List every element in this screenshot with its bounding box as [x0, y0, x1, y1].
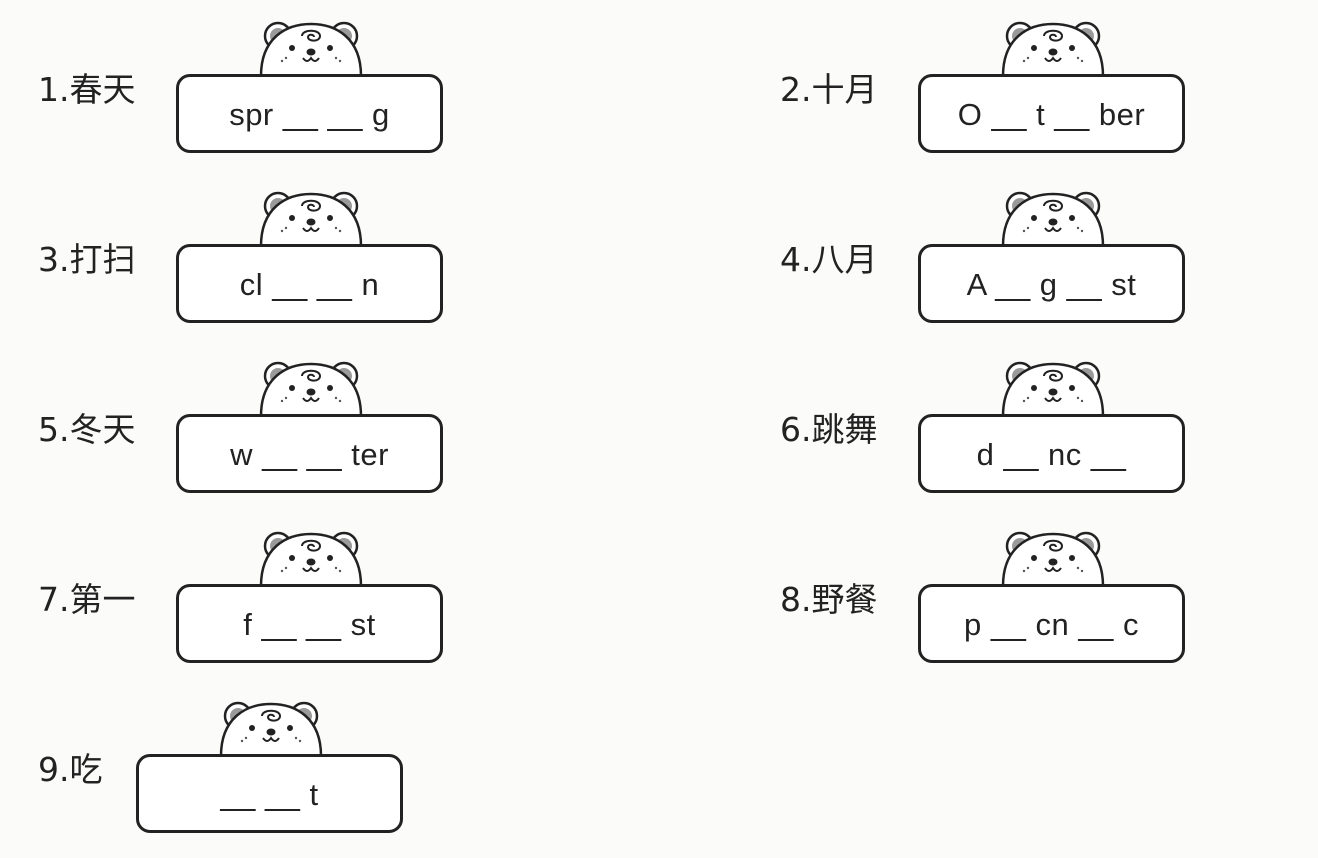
- item-chinese: 跳舞: [811, 410, 878, 449]
- word-box[interactable]: f __ __ st: [176, 584, 443, 663]
- word-box[interactable]: spr __ __ g: [176, 74, 443, 153]
- item-chinese: 冬天: [69, 410, 136, 449]
- item-chinese: 十月: [811, 70, 878, 109]
- word-blank: A __ g __ st: [966, 267, 1137, 302]
- item-prompt: 7.第一: [38, 580, 136, 620]
- item-prompt: 3.打扫: [38, 240, 136, 280]
- bear-icon: [219, 701, 323, 756]
- bear-icon: [1001, 361, 1105, 416]
- bear-icon: [259, 21, 363, 76]
- word-box[interactable]: O __ t __ ber: [918, 74, 1185, 153]
- item-prompt: 2.十月: [780, 70, 878, 110]
- item-prompt: 6.跳舞: [780, 410, 878, 450]
- exercise-item-5: 5.冬天 w __ __ ter: [38, 358, 478, 498]
- item-prompt: 8.野餐: [780, 580, 878, 620]
- word-blank: f __ __ st: [243, 607, 376, 642]
- word-blank: p __ cn __ c: [964, 607, 1139, 642]
- item-number: 5.: [38, 410, 70, 449]
- item-prompt: 1.春天: [38, 70, 136, 110]
- word-box[interactable]: __ __ t: [136, 754, 403, 833]
- item-chinese: 第一: [69, 580, 136, 619]
- item-number: 6.: [780, 410, 812, 449]
- item-chinese: 八月: [811, 240, 878, 279]
- item-number: 8.: [780, 580, 812, 619]
- bear-icon: [259, 191, 363, 246]
- item-chinese: 吃: [69, 750, 103, 789]
- word-box[interactable]: p __ cn __ c: [918, 584, 1185, 663]
- bear-icon: [1001, 191, 1105, 246]
- exercise-item-7: 7.第一 f __ __ st: [38, 528, 478, 668]
- exercise-item-9: 9.吃 __ __ t: [38, 698, 478, 838]
- exercise-item-4: 4.八月 A __ g __ st: [780, 188, 1220, 328]
- word-blank: w __ __ ter: [230, 437, 389, 472]
- item-chinese: 春天: [69, 70, 136, 109]
- word-box[interactable]: A __ g __ st: [918, 244, 1185, 323]
- word-blank: spr __ __ g: [229, 97, 390, 132]
- exercise-item-3: 3.打扫 cl __ __ n: [38, 188, 478, 328]
- item-prompt: 5.冬天: [38, 410, 136, 450]
- item-number: 7.: [38, 580, 70, 619]
- word-blank: cl __ __ n: [239, 267, 380, 302]
- item-prompt: 9.吃: [38, 750, 103, 790]
- bear-icon: [1001, 21, 1105, 76]
- item-number: 9.: [38, 750, 70, 789]
- exercise-item-6: 6.跳舞 d __ nc __: [780, 358, 1220, 498]
- exercise-item-1: 1.春天 spr __ __ g: [38, 18, 478, 158]
- item-number: 4.: [780, 240, 812, 279]
- item-number: 1.: [38, 70, 70, 109]
- item-prompt: 4.八月: [780, 240, 878, 280]
- item-chinese: 野餐: [811, 580, 878, 619]
- word-box[interactable]: w __ __ ter: [176, 414, 443, 493]
- item-chinese: 打扫: [69, 240, 136, 279]
- word-blank: __ __ t: [220, 777, 319, 812]
- exercise-item-8: 8.野餐 p __ cn __ c: [780, 528, 1220, 668]
- exercise-item-2: 2.十月 O __ t __ ber: [780, 18, 1220, 158]
- word-blank: d __ nc __: [976, 437, 1127, 472]
- bear-icon: [259, 531, 363, 586]
- bear-icon: [1001, 531, 1105, 586]
- item-number: 2.: [780, 70, 812, 109]
- word-blank: O __ t __ ber: [957, 97, 1146, 132]
- word-box[interactable]: cl __ __ n: [176, 244, 443, 323]
- item-number: 3.: [38, 240, 70, 279]
- word-box[interactable]: d __ nc __: [918, 414, 1185, 493]
- bear-icon: [259, 361, 363, 416]
